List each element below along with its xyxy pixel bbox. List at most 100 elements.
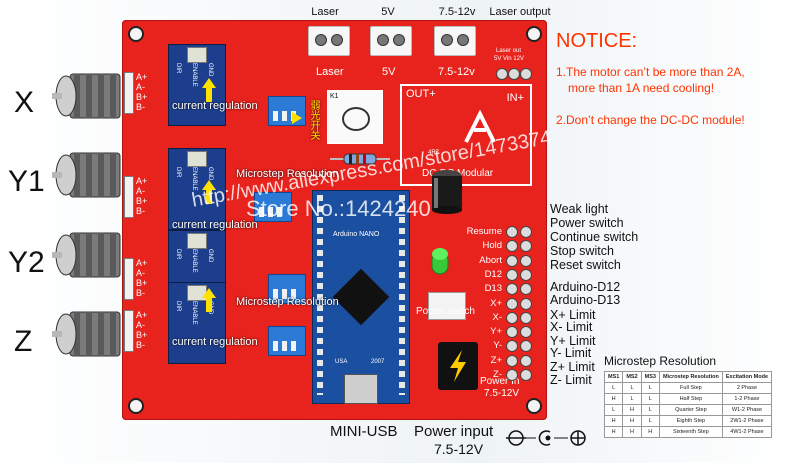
potentiometer[interactable]: [187, 233, 207, 249]
motor-connector: [124, 258, 134, 300]
panel-pin: [520, 283, 532, 296]
table-cell: L: [640, 415, 660, 427]
green-led: [431, 248, 449, 275]
top-label-laser-output: Laser output: [489, 6, 551, 18]
panel-pin: [520, 297, 532, 310]
table-cell: Quarter Step: [658, 404, 723, 416]
motor-pin-label: A+: [136, 258, 148, 268]
right-label: Arduino-D12: [550, 280, 621, 294]
table-cell: H: [622, 415, 642, 427]
table-cell: Full Step: [658, 382, 723, 394]
microstep-dip-switch[interactable]: [268, 274, 306, 304]
table-cell: 1-2 Phase: [721, 393, 773, 405]
arduino-nano: Arduino NANO USA 2007: [312, 190, 410, 404]
dip-toggle[interactable]: [282, 111, 287, 121]
right-label: X+ Limit: [550, 308, 596, 322]
potentiometer[interactable]: [187, 47, 207, 63]
arrow-right-icon: [292, 112, 302, 124]
table-cell: L: [622, 382, 642, 394]
microstep-dip-switch[interactable]: [268, 326, 306, 356]
resistor: [330, 153, 390, 165]
dc-barrel-jack[interactable]: [438, 342, 478, 390]
power-range-label: 7.5-12V: [434, 441, 484, 457]
dip-toggle[interactable]: [282, 289, 287, 299]
dip-toggle[interactable]: [259, 207, 264, 217]
header-pin: [496, 68, 508, 80]
panel-pin: [506, 268, 518, 281]
voltage-terminal: [434, 26, 476, 56]
panel-pin: [506, 297, 518, 310]
table-cell: Sixteenth Step: [658, 426, 723, 438]
microcontroller-chip: [332, 268, 390, 326]
panel-pin-label: Z-: [493, 369, 502, 380]
motor-pin-label: B+: [136, 330, 148, 340]
right-label: X- Limit: [550, 320, 593, 334]
dip-toggle[interactable]: [291, 289, 296, 299]
weak-light-module: K1: [327, 90, 383, 144]
driver-pin-label: GND: [207, 63, 213, 77]
silk-laser-out-pins: 5V Vin 12V: [494, 56, 524, 62]
power-switch[interactable]: [428, 292, 466, 320]
mounting-hole: [128, 398, 144, 414]
panel-pin: [506, 326, 518, 339]
motor-pin-label: B-: [136, 102, 145, 112]
motor-pin-label: B+: [136, 278, 148, 288]
panel-pin: [520, 326, 532, 339]
callout-stem: [206, 190, 212, 204]
motor-pin-label: B+: [136, 196, 148, 206]
callout-stem: [206, 88, 212, 102]
dip-toggle[interactable]: [291, 341, 296, 351]
silk-power-in: Power In: [480, 376, 520, 387]
silk-out-plus: OUT+: [406, 88, 436, 100]
right-label: Power switch: [550, 216, 624, 230]
table-cell: 4W1-2 Phase: [721, 426, 773, 438]
dip-toggle[interactable]: [273, 111, 278, 121]
panel-pin: [520, 268, 532, 281]
table-cell: Half Step: [658, 393, 723, 405]
potentiometer[interactable]: [187, 151, 207, 167]
panel-pin: [520, 311, 532, 324]
panel-pin: [520, 340, 532, 353]
motor-pin-label: A-: [136, 320, 145, 330]
top-label-voltage: 7.5-12v: [438, 6, 476, 18]
panel-pin: [506, 340, 518, 353]
dip-toggle[interactable]: [273, 341, 278, 351]
table-cell: L: [603, 382, 624, 394]
capacitor: [432, 170, 462, 214]
silk-5v: 5V: [382, 66, 396, 78]
motor-connector: [124, 310, 134, 352]
microstep-table-title: Microstep Resolution: [604, 354, 717, 368]
header-pin: [508, 68, 520, 80]
panel-pin: [520, 354, 532, 367]
top-label-laser: Laser: [311, 6, 339, 18]
callout-weak-light-switch: 弱光开关: [308, 100, 319, 140]
motor-pin-label: B-: [136, 340, 145, 350]
table-cell: H: [603, 426, 624, 438]
mounting-hole: [128, 26, 144, 42]
right-label: Stop switch: [550, 244, 614, 258]
driver-pin-label: DIR: [175, 167, 181, 178]
mini-usb-label: MINI-USB: [330, 423, 398, 440]
laser-terminal: [308, 26, 350, 56]
5v-terminal: [370, 26, 412, 56]
motor-pin-label: A-: [136, 186, 145, 196]
microstep-dip-switch[interactable]: [254, 192, 292, 222]
right-label: Y- Limit: [550, 346, 592, 360]
dip-toggle[interactable]: [282, 341, 287, 351]
pcb-board: Laser 5V 7.5-12v Laser out 5V Vin 12V OU…: [122, 20, 547, 420]
panel-pin-label: D13: [484, 283, 502, 295]
silk-usa: USA: [335, 359, 348, 365]
notice-line-1: 1.The motor can’t be more than 2A,: [556, 65, 745, 79]
dip-toggle[interactable]: [268, 207, 273, 217]
stepper-motor-z: [52, 311, 121, 357]
table-cell: 2 Phase: [721, 382, 773, 394]
panel-pin-label: D12: [484, 268, 502, 280]
dip-toggle[interactable]: [273, 289, 278, 299]
mounting-hole: [526, 398, 542, 414]
light-sensor: [342, 107, 370, 131]
dip-toggle[interactable]: [277, 207, 282, 217]
table-cell: L: [622, 393, 642, 405]
silk-module-code: 4R7: [428, 150, 440, 156]
